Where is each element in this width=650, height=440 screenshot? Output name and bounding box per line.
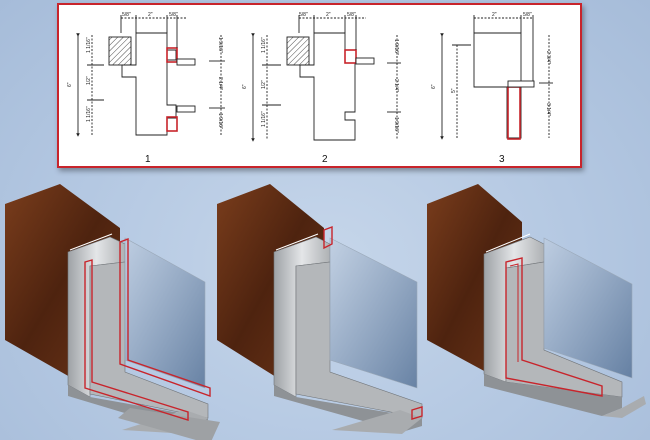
wood-section-icon (108, 36, 132, 66)
dim-top: 5/8" (523, 12, 532, 18)
diagram-3-labels: 2" 5/8" 6" 5" 2 3/4" 3 1/4" (431, 12, 551, 116)
dim-top: 2" (492, 12, 497, 18)
dim-top: 2" (148, 12, 153, 18)
dim-left: 1/2" (86, 76, 92, 85)
profile-diagram-2 (251, 15, 401, 142)
dim-right: 1 9/16" (217, 113, 223, 129)
dim-left: 1 1/16" (261, 37, 267, 53)
wood-panel-icon (5, 184, 120, 377)
profile-drawings: 5/8" 2" 5/8" 6" 1 1/16" 1/2" 1 1/16" 1 9… (67, 12, 553, 165)
dim-right: 1 9/16" (393, 39, 399, 55)
dim-left: 6" (242, 84, 248, 89)
glass-pane-icon (329, 237, 418, 389)
dim-top: 5/8" (122, 12, 131, 18)
profile-diagram-3 (440, 15, 553, 140)
diagram-1-labels: 5/8" 2" 5/8" 6" 1 1/16" 1/2" 1 1/16" 1 9… (67, 12, 223, 129)
dim-top: 5/8" (169, 12, 178, 18)
glass-pane-icon (543, 237, 633, 379)
wood-panel-icon (427, 184, 522, 372)
wood-panel-icon (217, 184, 324, 377)
diagram-number: 2 (322, 154, 328, 165)
dim-left: 1/2" (261, 80, 267, 89)
dim-left: 1 1/16" (261, 111, 267, 127)
frame-render-1 (0, 182, 230, 440)
diagram-2-labels: 5/8" 2" 5/8" 6" 1 1/16" 1/2" 1 1/16" 1 9… (242, 12, 399, 133)
profile-drawings-panel: 5/8" 2" 5/8" 6" 1 1/16" 1/2" 1 1/16" 1 9… (57, 3, 582, 168)
dim-right: 1 9/16" (217, 37, 223, 53)
dim-top: 2" (326, 12, 331, 18)
dim-right: 2 1/4" (393, 79, 399, 92)
gasket-seal-icon (166, 47, 178, 63)
diagram-number: 1 (145, 154, 151, 165)
dim-right: 1 9/16" (393, 117, 399, 133)
frame-render-2 (212, 182, 442, 440)
dim-left: 1 1/16" (86, 37, 92, 53)
dim-top: 5/8" (347, 12, 356, 18)
dim-left: 6" (67, 82, 73, 87)
gasket-seal-icon (505, 257, 603, 397)
diagram-number: 3 (499, 154, 505, 165)
dim-top: 5/8" (299, 12, 308, 18)
dim-left: 1 1/16" (86, 106, 92, 122)
gasket-seal-icon (323, 225, 333, 250)
glass-pane-icon (124, 237, 206, 389)
dim-right: 2 1/4" (217, 77, 223, 90)
dim-right: 2 3/4" (545, 51, 551, 64)
profile-diagram-1 (76, 15, 225, 137)
dim-left: 6" (431, 84, 437, 89)
gasket-seal-icon (119, 237, 211, 397)
dim-right: 3 1/4" (545, 103, 551, 116)
frame-render-3 (422, 182, 650, 440)
dim-left: 5" (451, 88, 457, 93)
